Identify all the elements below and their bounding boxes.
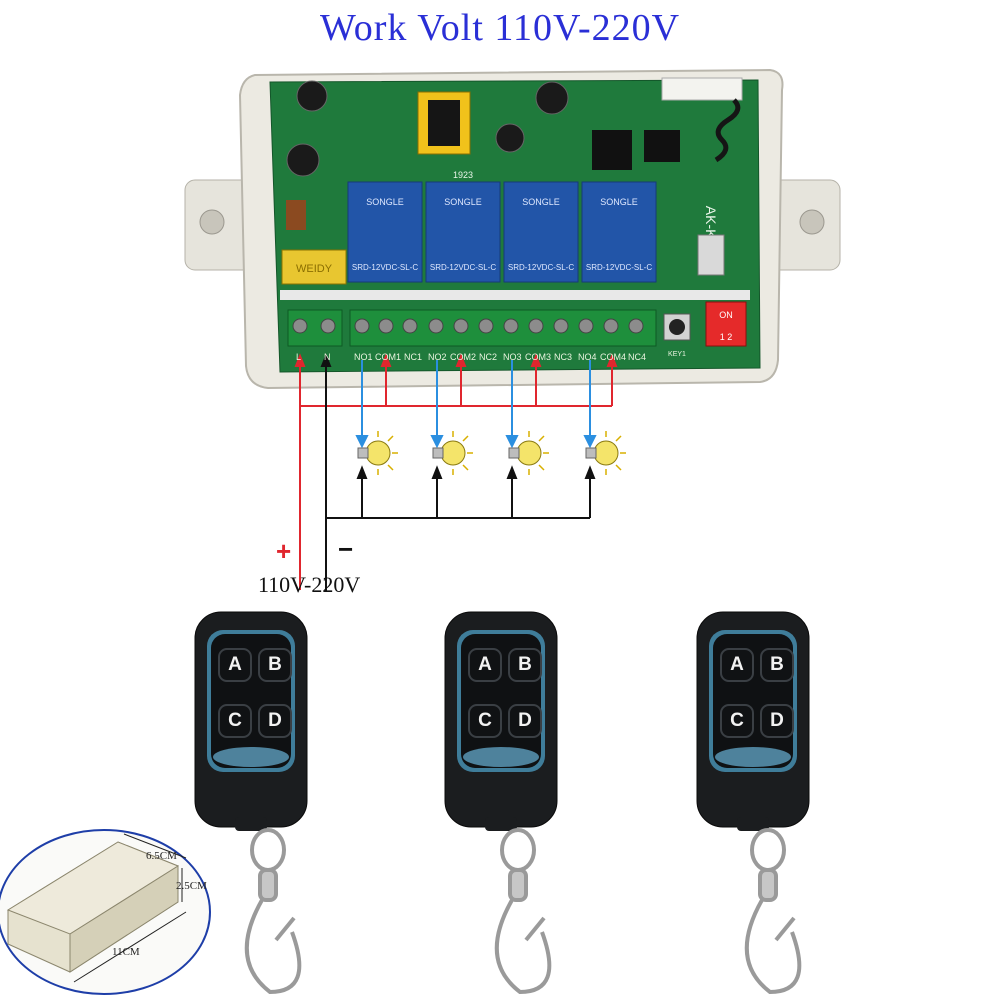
crystal: [697, 234, 725, 276]
light-bulb-icon: [432, 431, 473, 475]
pcb: WEIDY SRD-12VDC-SL-C SRD-12VDC-SL-C SRD-…: [269, 77, 761, 373]
terminal-label: NO4: [578, 352, 597, 362]
relay-2-label: SRD-12VDC-SL-C: [430, 263, 496, 272]
terminal-label: NC4: [628, 352, 647, 362]
remote-button-a[interactable]: A: [720, 648, 754, 682]
relay-2: [425, 181, 501, 283]
relay-4-brand: SONGLE: [600, 197, 638, 207]
capacitor-brand-text: WEIDY: [296, 263, 333, 275]
input-voltage-label: 110V-220V: [258, 572, 361, 597]
terminal-label: NO2: [428, 352, 447, 362]
remote-button-d[interactable]: D: [760, 704, 794, 738]
fuse: [286, 200, 306, 230]
relay-1-label: SRD-12VDC-SL-C: [352, 263, 418, 272]
terminal-label: COM4: [600, 352, 627, 362]
terminal-label: N: [324, 352, 331, 362]
light-bulb-icons: [357, 431, 626, 475]
dip-numbers: 1 2: [720, 332, 733, 342]
remote-button-b[interactable]: B: [508, 648, 542, 682]
plus-sign: +: [276, 536, 292, 566]
dimension-width: 6.5CM: [146, 850, 177, 862]
terminal-label: NC2: [479, 352, 498, 362]
terminal-label: NO1: [354, 352, 373, 362]
light-bulb-icon: [508, 431, 549, 475]
relay-2-brand: SONGLE: [444, 197, 482, 207]
terminal-label: COM1: [375, 352, 402, 362]
dimension-inset: [0, 829, 211, 995]
terminal-label: NC1: [404, 352, 423, 362]
remote-button-a[interactable]: A: [218, 648, 252, 682]
light-bulb-icon: [357, 431, 398, 475]
minus-sign: −: [338, 534, 354, 564]
remote-button-a[interactable]: A: [468, 648, 502, 682]
learn-button-label: KEY1: [668, 351, 686, 358]
terminal-blocks: [287, 309, 657, 347]
batch-number: 1923: [453, 170, 473, 180]
page-title: Work Volt 110V-220V: [319, 7, 681, 49]
capacitor: [535, 81, 569, 115]
dimension-height: 2.5CM: [176, 880, 207, 892]
dip-label: ON: [719, 310, 733, 320]
terminal-label: NO3: [503, 352, 522, 362]
terminal-label: NC3: [554, 352, 573, 362]
remote-button-c[interactable]: C: [720, 704, 754, 738]
relay-3-brand: SONGLE: [522, 197, 560, 207]
capacitor: [286, 143, 320, 177]
remote-button-c[interactable]: C: [218, 704, 252, 738]
relay-1: [347, 181, 423, 283]
ic-chip: [644, 130, 680, 162]
antenna: [714, 98, 741, 163]
terminal-label: L: [296, 352, 302, 362]
signal-wires: [355, 360, 597, 449]
terminal-label: COM2: [450, 352, 477, 362]
remote-button-b[interactable]: B: [760, 648, 794, 682]
keychain-icons: [244, 828, 802, 995]
remote-button-d[interactable]: D: [258, 704, 292, 738]
relay-4-label: SRD-12VDC-SL-C: [586, 263, 652, 272]
live-wires: [294, 353, 618, 590]
relay-3: [503, 181, 579, 283]
capacitor: [296, 80, 328, 112]
remote-button-b[interactable]: B: [258, 648, 292, 682]
dip-switch: [705, 301, 747, 347]
dimension-length: 11CM: [112, 946, 140, 958]
relay-1-brand: SONGLE: [366, 197, 404, 207]
capacitor: [495, 123, 525, 153]
remote-button-c[interactable]: C: [468, 704, 502, 738]
terminal-label: COM3: [525, 352, 552, 362]
x2-capacitor: [281, 249, 347, 285]
relay-3-label: SRD-12VDC-SL-C: [508, 263, 574, 272]
relays: SRD-12VDC-SL-C SRD-12VDC-SL-C SRD-12VDC-…: [347, 181, 657, 283]
remote-button-d[interactable]: D: [508, 704, 542, 738]
relay-4: [581, 181, 657, 283]
header-connector: [661, 77, 743, 101]
ic-chip: [592, 130, 632, 170]
neutral-wires: [320, 353, 596, 592]
light-bulb-icon: [585, 431, 626, 475]
